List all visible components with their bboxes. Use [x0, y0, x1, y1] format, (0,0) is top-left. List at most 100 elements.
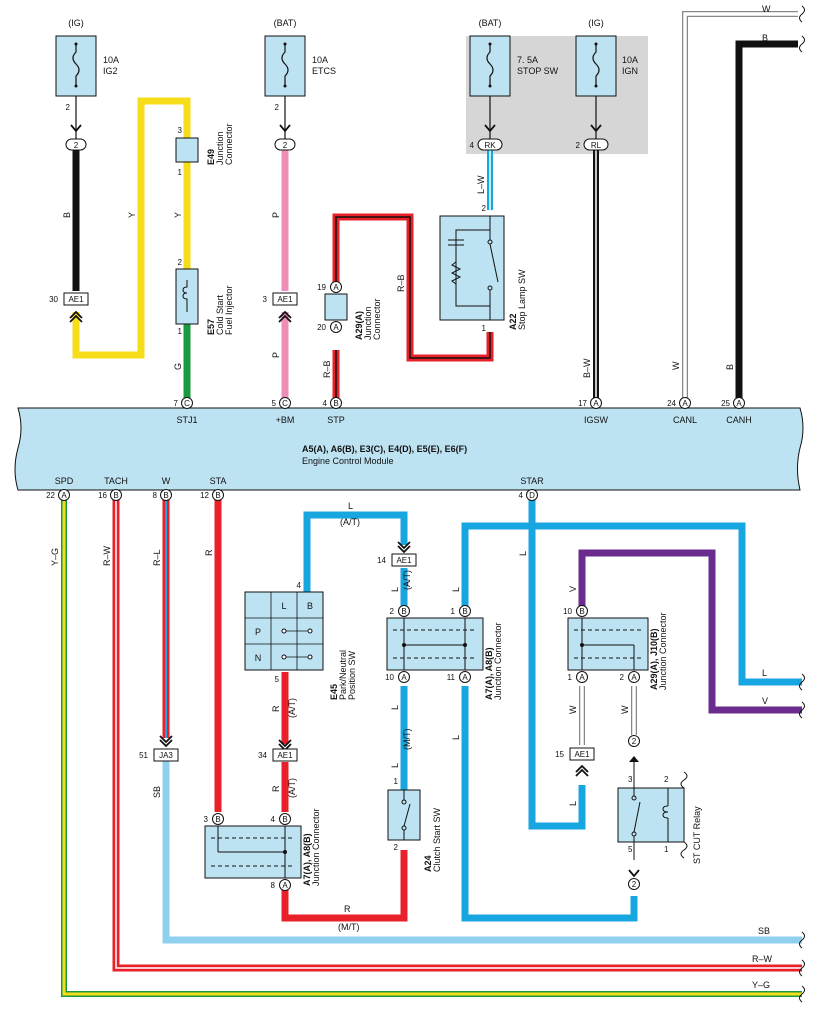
svg-text:STP: STP	[327, 415, 345, 425]
svg-text:B: B	[462, 607, 467, 616]
chevron-down-icon	[159, 735, 173, 748]
wire-label-b: B	[62, 212, 72, 218]
wire-label-l-5: L	[390, 763, 400, 768]
chevron-down-icon	[279, 124, 291, 133]
wire-label-l-2: L	[390, 587, 400, 592]
svg-text:ETCS: ETCS	[312, 66, 336, 76]
svg-text:5: 5	[275, 675, 280, 684]
svg-text:7. 5A: 7. 5A	[517, 55, 538, 65]
svg-text:C: C	[282, 399, 288, 408]
wire-label-w: W	[671, 361, 681, 370]
fuse-ig2: (IG) 10A IG2 2 2	[55, 18, 119, 151]
svg-text:B: B	[163, 491, 168, 500]
svg-text:CANH: CANH	[726, 415, 752, 425]
svg-text:RL: RL	[591, 141, 602, 150]
chevron-up-icon	[278, 310, 292, 323]
svg-text:D: D	[529, 491, 535, 500]
connector-ae1-30: AE1 30	[49, 292, 89, 323]
svg-text:B: B	[579, 607, 584, 616]
svg-text:(IG): (IG)	[588, 18, 604, 28]
ecm-top-pin-bm: C 5 +BM	[272, 397, 294, 425]
svg-text:3: 3	[628, 775, 633, 784]
svg-text:8: 8	[153, 491, 158, 500]
connector-ae1-3: AE1 3	[263, 292, 298, 323]
switch-icon	[633, 801, 641, 833]
connector-ae1-34: AE1 34	[258, 739, 298, 762]
svg-text:IG2: IG2	[103, 66, 118, 76]
svg-text:19: 19	[317, 283, 326, 292]
wire-label-v-right: V	[762, 696, 768, 706]
ecm-top-pin-canh: A 25 CANH	[721, 397, 752, 425]
svg-text:1: 1	[664, 845, 669, 854]
svg-text:A: A	[282, 881, 288, 890]
ecm-body	[14, 407, 804, 491]
svg-text:(BAT): (BAT)	[274, 18, 297, 28]
svg-text:E49: E49	[206, 149, 216, 165]
wire-label-l-6: L	[451, 735, 461, 740]
svg-text:1: 1	[394, 777, 399, 786]
svg-text:IGSW: IGSW	[584, 415, 609, 425]
svg-text:A: A	[333, 323, 339, 332]
svg-text:JA3: JA3	[159, 751, 173, 760]
ecm-top-pin-canl: A 24 CANL	[667, 397, 697, 425]
wire-label-at-4: (A/T)	[287, 778, 297, 798]
svg-text:Fuel Injector: Fuel Injector	[224, 285, 234, 335]
svg-text:A: A	[462, 673, 468, 682]
junction-connector-a29a: A A 19 20 A29(A) Junction Connector	[317, 281, 382, 340]
svg-text:E57: E57	[206, 319, 216, 335]
svg-text:2: 2	[283, 141, 288, 150]
svg-text:A29(A): A29(A)	[354, 311, 364, 340]
svg-text:22: 22	[46, 491, 55, 500]
wire-label-l-4: L	[390, 705, 400, 710]
svg-text:10A: 10A	[622, 55, 638, 65]
wire-label-l-right: L	[762, 668, 767, 678]
svg-text:Park/Neutral: Park/Neutral	[338, 650, 348, 700]
svg-text:Clutch Start SW: Clutch Start SW	[432, 807, 442, 872]
svg-text:Stop Lamp SW: Stop Lamp SW	[517, 269, 527, 330]
svg-text:N: N	[255, 653, 262, 663]
coil-icon	[182, 280, 188, 312]
svg-text:ST CUT Relay: ST CUT Relay	[692, 806, 702, 864]
ecm-bottom-pin-tach: TACH B 16	[98, 476, 128, 501]
wire-label-lw: L–W	[476, 175, 486, 194]
svg-text:Connector: Connector	[372, 298, 382, 340]
wire-label-at-top: (A/T)	[340, 517, 360, 527]
switch-icon	[403, 803, 411, 827]
wire-label-p2: P	[271, 352, 281, 358]
svg-text:A: A	[579, 673, 585, 682]
svg-text:5: 5	[628, 845, 633, 854]
svg-text:24: 24	[667, 399, 676, 408]
svg-text:20: 20	[317, 323, 326, 332]
svg-text:AE1: AE1	[574, 750, 590, 759]
svg-text:E45: E45	[329, 684, 339, 700]
cold-start-injector-e57: 2 1 E57 Cold Start Fuel Injector	[175, 258, 234, 336]
svg-text:B: B	[401, 607, 406, 616]
svg-text:B: B	[215, 491, 220, 500]
svg-text:2: 2	[632, 880, 637, 889]
chevron-down-icon	[628, 869, 640, 878]
svg-text:2: 2	[178, 258, 183, 267]
svg-text:L: L	[281, 601, 286, 611]
svg-text:AE1: AE1	[68, 295, 84, 304]
fuse-etcs: (BAT) 10A ETCS 2 2	[264, 18, 336, 151]
wire-label-rb2: R–B	[396, 274, 406, 292]
svg-text:11: 11	[447, 673, 456, 682]
wire-blue-loop	[461, 522, 802, 686]
wire-yellow	[72, 97, 191, 359]
svg-text:1: 1	[451, 607, 456, 616]
svg-text:2: 2	[74, 141, 79, 150]
svg-text:2: 2	[620, 673, 625, 682]
svg-text:5: 5	[272, 399, 277, 408]
resistor-icon	[450, 261, 462, 285]
fuse-icon	[592, 44, 600, 86]
svg-text:A: A	[682, 399, 688, 408]
ecm-bottom-pin-w: W B 8	[153, 476, 172, 501]
svg-text:Junction Connector: Junction Connector	[493, 622, 503, 700]
wire-label-l-star: L	[518, 551, 528, 556]
wire-label-w-3: W	[568, 705, 578, 714]
fuse-icon	[486, 44, 494, 86]
svg-text:C: C	[184, 399, 190, 408]
svg-text:16: 16	[98, 491, 107, 500]
ecm-top-pin-igsw: A 17 IGSW	[578, 397, 609, 425]
